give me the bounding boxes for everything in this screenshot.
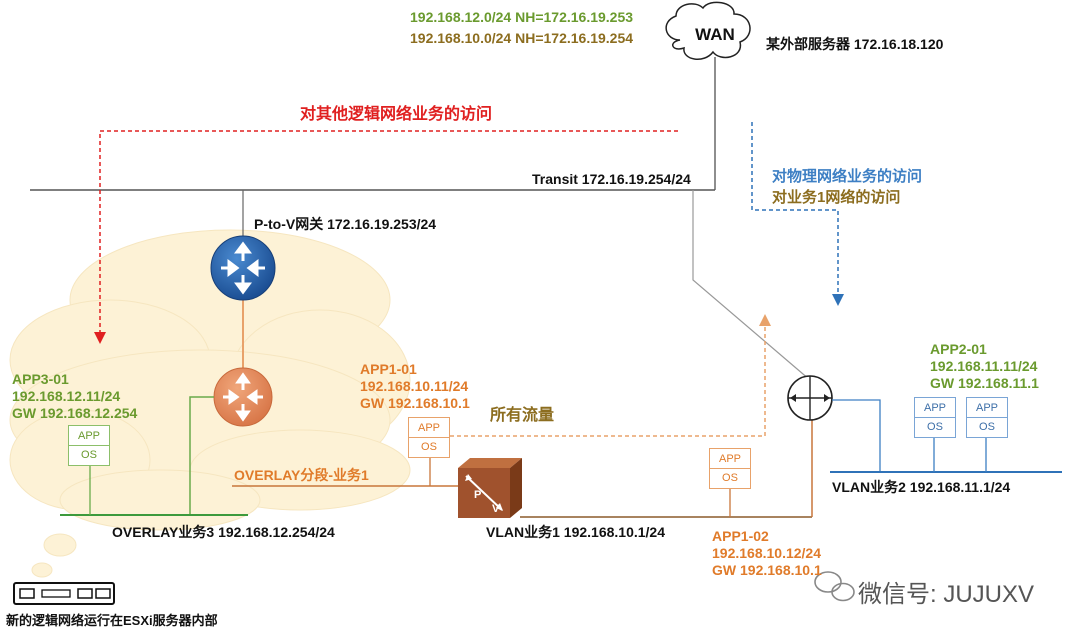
flow-physical-arrow [751,122,844,306]
app1-01-name: APP1-01 [360,361,417,377]
vm-os-label: OS [979,421,995,433]
flow-all-traffic-arrow [450,314,771,437]
bridge-letter-p: P [474,489,481,501]
transit-label: Transit 172.16.19.254/24 [532,171,691,187]
app1-02-ip: 192.168.10.12/24 [712,545,821,561]
app1-02-gw: GW 192.168.10.1 [712,562,822,578]
vm-os-label: OS [722,472,738,484]
app2-ip: 192.168.11.11/24 [930,358,1038,374]
app2-gw: GW 192.168.11.1 [930,375,1039,391]
overlay-segment-1-label: OVERLAY分段-业务1 [234,467,369,483]
physical-router [787,375,833,421]
app3-name: APP3-01 [12,371,69,387]
watermark: 微信号: JUJUXV [858,581,1035,608]
vm-app-label: APP [967,398,1007,418]
app1-01-ip: 192.168.10.11/24 [360,378,469,394]
app3-gw: GW 192.168.12.254 [12,405,138,421]
flow-other-logical-arrow [94,130,678,344]
vm-os-label: OS [81,449,97,461]
app3-ip: 192.168.12.11/24 [12,388,121,404]
vm-app2-01-b: APP OS [966,397,1008,438]
wechat-icon [814,571,855,602]
wan-label: WAN [695,25,735,44]
vm-os-label: OS [421,441,437,453]
transit-to-router [692,190,811,381]
vm-os-label: OS [927,421,943,433]
p-to-v-gateway-router [210,235,276,301]
vlan1-label: VLAN业务1 192.168.10.1/24 [486,524,665,540]
vm-app1-02: APP OS [709,448,751,489]
vm-app3-01: APP OS [68,425,110,466]
app1-02-name: APP1-02 [712,528,769,544]
flow-other-logical-label: 对其他逻辑网络业务的访问 [300,106,493,123]
esxi-server-icon [13,582,115,605]
gateway-label: P-to-V网关 172.16.19.253/24 [254,216,437,232]
vm-app-label: APP [915,398,955,418]
app2-name: APP2-01 [930,341,987,357]
logical-router [213,367,273,427]
bridge-letter-v: V [492,503,500,515]
overlay3-label: OVERLAY业务3 192.168.12.254/24 [112,524,335,540]
vm-app-label: APP [69,426,109,446]
external-server-label: 某外部服务器 172.16.18.120 [766,36,944,52]
flow-all-traffic-label: 所有流量 [490,407,555,424]
p-v-bridge [458,458,522,518]
flow-physical-label: 对物理网络业务的访问 [772,168,923,185]
vlan2-label: VLAN业务2 192.168.11.1/24 [832,479,1011,495]
flow-vlan1-label: 对业务1网络的访问 [772,189,901,206]
vm-app-label: APP [409,418,449,438]
legend-label: 新的逻辑网络运行在ESXi服务器内部 [6,613,218,628]
app1-01-gw: GW 192.168.10.1 [360,395,470,411]
wan-cloud [665,1,751,60]
vm-app1-01: APP OS [408,417,450,458]
wan-route-1: 192.168.12.0/24 NH=172.16.19.253 [410,9,634,25]
vm-app2-01-a: APP OS [914,397,956,438]
wan-route-2: 192.168.10.0/24 NH=172.16.19.254 [410,30,634,46]
vm-app-label: APP [710,449,750,469]
